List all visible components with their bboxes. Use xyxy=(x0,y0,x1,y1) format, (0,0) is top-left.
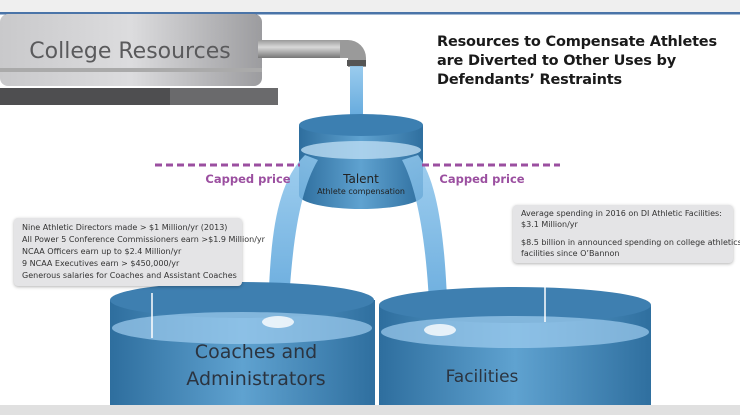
coaches-info-box: Nine Athletic Directors made > $1 Millio… xyxy=(14,218,265,286)
info-line: 9 NCAA Executives earn > $450,000/yr xyxy=(22,259,180,268)
talent-bucket xyxy=(299,125,423,209)
coaches-label-2: Administrators xyxy=(186,368,325,390)
coaches-label-1: Coaches and xyxy=(195,341,317,363)
info-line: All Power 5 Conference Commissioners ear… xyxy=(22,235,265,244)
headline-line: Resources to Compensate Athletes xyxy=(437,34,717,50)
info-line: facilities since O’Bannon xyxy=(521,248,620,258)
talent-sublabel: Athlete compensation xyxy=(317,187,405,196)
tank-label: College Resources xyxy=(29,39,230,64)
water-stream xyxy=(350,66,363,126)
talent-label: Talent xyxy=(342,172,379,186)
capped-price-left: Capped price xyxy=(205,172,290,186)
headline-line: Defendants’ Restraints xyxy=(437,72,622,88)
info-line: $8.5 billion in announced spending on co… xyxy=(521,238,740,247)
accent-line xyxy=(0,12,740,15)
info-line: Nine Athletic Directors made > $1 Millio… xyxy=(22,223,228,232)
info-line: Average spending in 2016 on DI Athletic … xyxy=(521,209,722,218)
pipe xyxy=(258,40,348,58)
capped-price-right: Capped price xyxy=(439,172,524,186)
top-bar xyxy=(0,0,740,12)
info-line: $3.1 Million/yr xyxy=(521,219,578,229)
headline: Resources to Compensate Athletes are Div… xyxy=(437,33,717,90)
info-line: NCAA Officers earn up to $2.4 Million/yr xyxy=(22,247,182,256)
facilities-info-box: Average spending in 2016 on DI Athletic … xyxy=(513,205,740,263)
facilities-label: Facilities xyxy=(446,367,519,387)
headline-line: are Diverted to Other Uses by xyxy=(437,53,676,69)
stream-left xyxy=(268,155,318,318)
info-line: Generous salaries for Coaches and Assist… xyxy=(22,271,237,280)
stream-right xyxy=(402,155,448,328)
